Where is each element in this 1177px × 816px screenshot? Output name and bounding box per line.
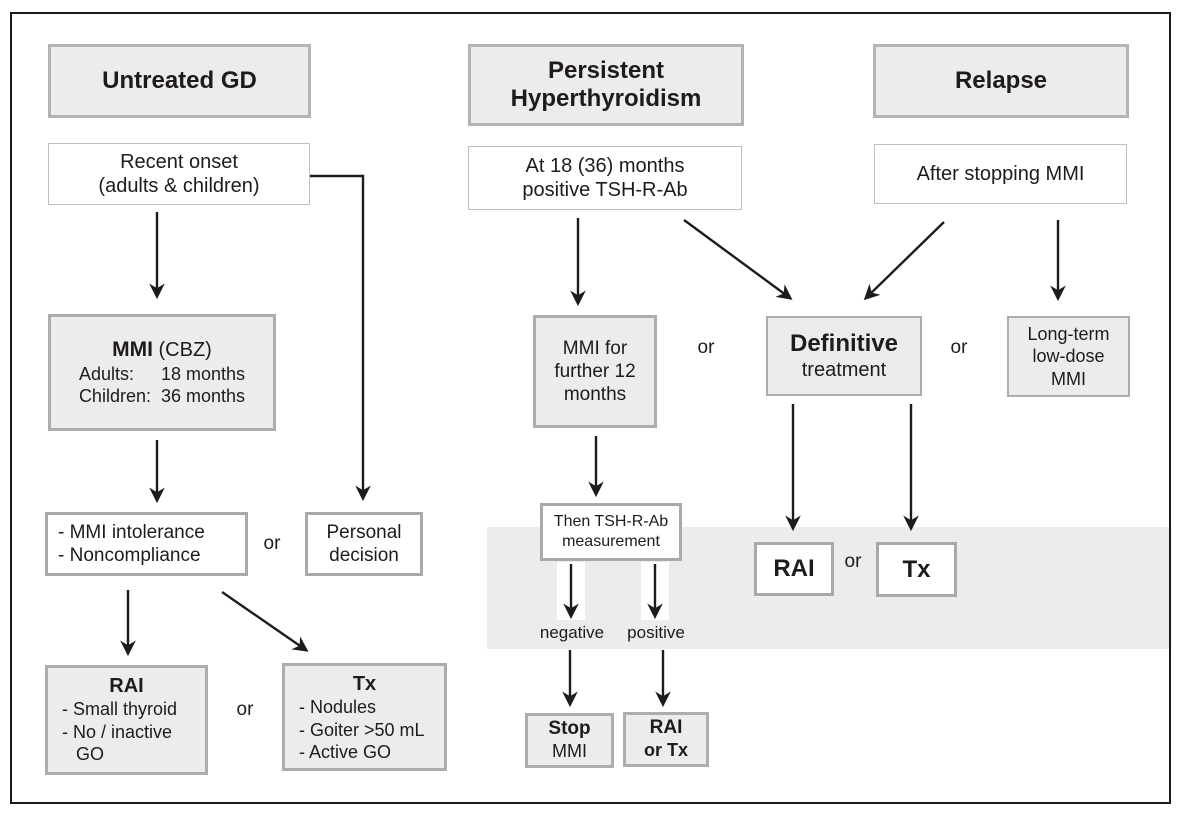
node-mmi-intolerance: - MMI intolerance - Noncompliance	[45, 512, 248, 576]
mmi-further-label: MMI for further 12 months	[554, 337, 636, 406]
header-untreated-gd: Untreated GD	[48, 44, 311, 118]
node-rai-mid: RAI	[754, 542, 834, 596]
rai-left-items: - Small thyroid - No / inactive GO	[48, 698, 205, 766]
header-relapse: Relapse	[873, 44, 1129, 118]
mmi-cbz-durations: Adults: 18 months Children: 36 months	[79, 364, 245, 408]
mmi-adults-key: Adults:	[78, 364, 134, 385]
or-label-1-text: or	[263, 533, 281, 554]
or-label-2-text: or	[236, 699, 254, 720]
node-longterm-lowdose-mmi: Long-term low-dose MMI	[1007, 316, 1130, 397]
then-tshrab-line2: measurement	[562, 533, 660, 550]
node-tx-mid: Tx	[876, 542, 957, 597]
tx-left-item1: - Nodules	[299, 697, 377, 718]
node-tx-left: Tx - Nodules - Goiter >50 mL - Active GO	[282, 663, 447, 771]
mmi-children-key: Children:	[78, 386, 151, 407]
or-label-1: or	[264, 533, 281, 555]
then-tshrab-line1: Then TSH-R-Ab	[553, 513, 669, 531]
arrow-intolerance-to-tx	[221, 591, 309, 652]
node-rai-left: RAI - Small thyroid - No / inactive GO	[45, 665, 208, 775]
stop-mmi-rest: MMI	[552, 741, 587, 762]
after-stopping-label: After stopping MMI	[916, 162, 1085, 185]
rai-mid-label: RAI	[773, 555, 815, 583]
or-label-3: or	[698, 337, 715, 359]
definitive-rest: treatment	[801, 359, 887, 382]
or-label-3-text: or	[697, 337, 715, 358]
mmi-cbz-title: MMI (CBZ)	[112, 337, 212, 363]
or-label-4-text: or	[950, 337, 968, 358]
or-label-5: or	[845, 551, 862, 573]
longterm-line3: MMI	[1051, 368, 1086, 389]
tx-left-items: - Nodules - Goiter >50 mL - Active GO	[285, 696, 444, 764]
stop-mmi-bold: Stop	[548, 718, 591, 740]
arrow-recentonset-to-personal	[310, 174, 371, 502]
mmi-adults-val: 18 months	[160, 364, 246, 385]
rai-left-title: RAI	[109, 675, 144, 697]
node-at-18-36-months: At 18 (36) months positive TSH-R-Ab	[468, 146, 742, 210]
personal-line1: Personal	[326, 521, 402, 543]
rai-left-item1: - Small thyroid	[62, 699, 178, 720]
arrow-at18-to-definitive	[683, 219, 793, 300]
longterm-line2: low-dose	[1032, 346, 1105, 367]
node-mmi-cbz: MMI (CBZ) Adults: 18 months Children: 36…	[48, 314, 276, 431]
recent-onset-line1: Recent onset	[120, 150, 238, 173]
arrow-afterstop-to-definitive	[863, 221, 945, 301]
tx-left-item3: - Active GO	[299, 742, 392, 763]
node-mmi-further-12: MMI for further 12 months	[533, 315, 657, 428]
or-label-5-text: or	[844, 551, 862, 572]
header-untreated-gd-label: Untreated GD	[102, 67, 257, 95]
rai-left-item2: - No / inactive GO	[62, 721, 173, 765]
rai-or-tx-line2: or Tx	[643, 740, 688, 761]
negative-label: negative	[540, 623, 604, 643]
at-months-line1: At 18 (36) months	[525, 154, 685, 177]
negative-label-text: negative	[539, 623, 605, 642]
rai-or-tx-line1: RAI	[649, 717, 683, 739]
mmi-children-val: 36 months	[160, 386, 246, 407]
mmi-cbz-title-bold: MMI	[112, 337, 153, 361]
tx-left-item2: - Goiter >50 mL	[299, 719, 425, 740]
longterm-line1: Long-term	[1027, 323, 1110, 344]
node-recent-onset: Recent onset (adults & children)	[48, 143, 310, 205]
persistent-header-line1: Persistent	[547, 57, 665, 85]
at-months-line2: positive TSH-R-Ab	[522, 179, 688, 201]
intolerance-line1: - MMI intolerance	[58, 521, 205, 543]
relapse-header-label: Relapse	[954, 67, 1048, 95]
tx-mid-label: Tx	[902, 555, 931, 583]
node-stop-mmi: Stop MMI	[525, 713, 614, 768]
mmi-cbz-title-paren: (CBZ)	[152, 338, 212, 361]
positive-label-text: positive	[627, 623, 685, 642]
node-after-stopping-mmi: After stopping MMI	[874, 144, 1127, 204]
header-persistent-hyperthyroidism: Persistent Hyperthyroidism	[468, 44, 744, 126]
or-label-4: or	[951, 337, 968, 359]
tx-left-title: Tx	[352, 673, 377, 695]
node-rai-or-tx: RAI or Tx	[623, 712, 709, 767]
personal-line2: decision	[329, 545, 399, 566]
intolerance-line2: - Noncompliance	[58, 545, 201, 566]
persistent-header-line2: Hyperthyroidism	[510, 85, 702, 112]
node-definitive-treatment: Definitive treatment	[766, 316, 922, 396]
positive-label: positive	[627, 623, 685, 643]
definitive-bold: Definitive	[789, 330, 899, 358]
node-then-tshrab-measurement: Then TSH-R-Ab measurement	[540, 503, 682, 561]
or-label-2: or	[237, 699, 254, 721]
node-personal-decision: Personal decision	[305, 512, 423, 576]
recent-onset-line2: (adults & children)	[98, 175, 260, 197]
